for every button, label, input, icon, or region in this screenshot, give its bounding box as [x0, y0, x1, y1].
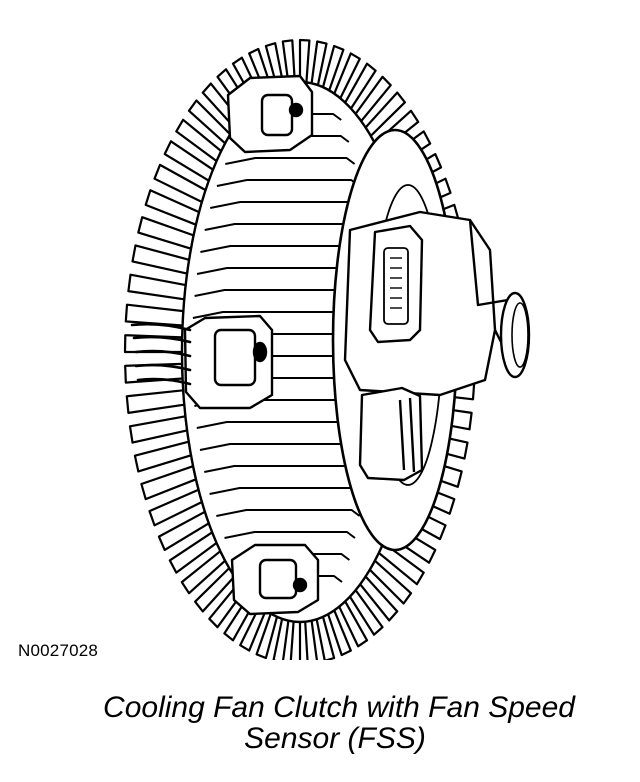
fan-speed-sensor — [343, 210, 531, 482]
figure-caption: Cooling Fan Clutch with Fan Speed Sensor… — [0, 692, 640, 754]
cooling-fin — [124, 303, 185, 327]
cooling-fin — [133, 440, 193, 473]
fan-clutch-illustration — [123, 38, 531, 660]
cooling-fin — [304, 619, 318, 660]
caption-line-1: Cooling Fan Clutch with Fan Speed — [103, 691, 575, 724]
bimetal-coil — [130, 322, 192, 386]
caption-line-2: Sensor (FSS) — [244, 722, 426, 755]
clutch-rib — [224, 531, 356, 539]
cooling-fin — [127, 273, 187, 301]
cooling-fin — [128, 415, 189, 444]
cooling-fin — [289, 620, 302, 660]
figure-number: N0027028 — [18, 641, 99, 660]
cooling-fin — [137, 216, 195, 250]
cooling-fin — [125, 389, 186, 414]
cooling-fin — [131, 244, 191, 275]
clutch-rib — [225, 157, 356, 165]
clutch-rib — [216, 509, 361, 517]
mounting-bosses — [183, 74, 320, 616]
